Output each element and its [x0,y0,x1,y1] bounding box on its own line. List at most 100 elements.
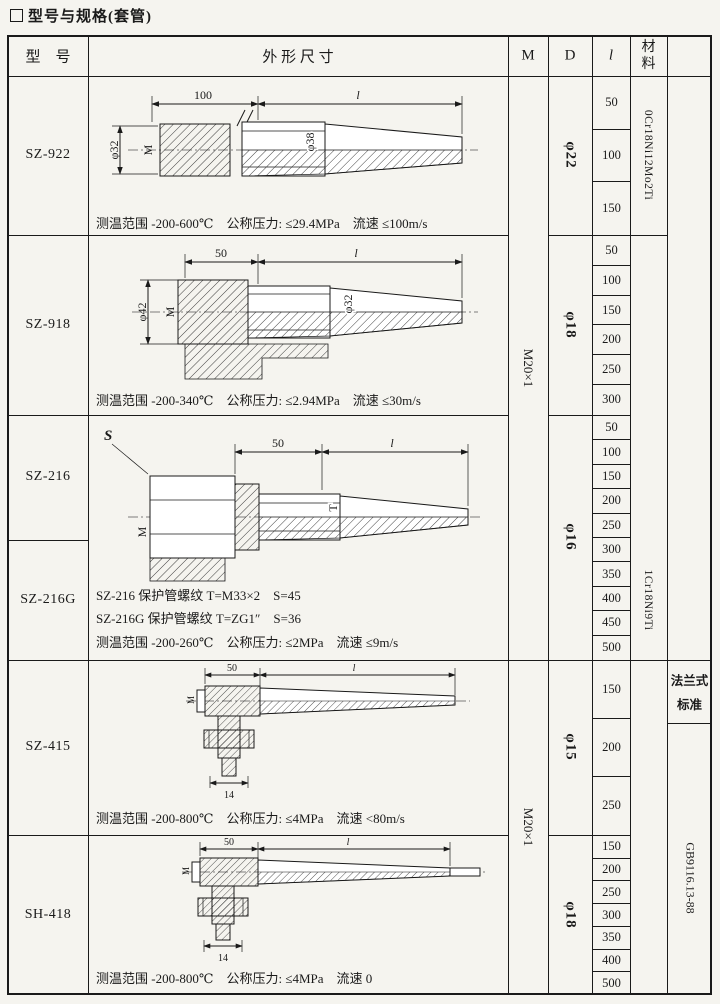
l-value-cell: 100 [593,266,630,296]
l-value-cell: 200 [593,719,630,777]
model-sz918: SZ-918 [25,317,71,332]
sz-415-drawing: 50 l M 14 [186,664,470,801]
grid-line [548,415,630,416]
thread-m-label: M [163,306,177,317]
l-value-cell: 200 [593,489,630,514]
grid-line [592,37,593,993]
l-value-cell: 300 [593,538,630,563]
l-value-cell: 250 [593,514,630,539]
thread-m-label: M [186,696,196,704]
model-sz415: SZ-415 [25,739,71,754]
dim-l-label: l [354,246,358,260]
flange-standard-label: 标准 [676,698,702,712]
thread-t-label: T [326,504,340,512]
spec-text-sz216: 测温范围 -200-260℃ 公称压力: ≤2MPa 流速 ≤9m/s [96,635,399,650]
l-value-cell: 150 [593,465,630,490]
d-value-sz216: φ16 [562,523,579,551]
grid-line [667,37,668,993]
l-value-cell: 500 [602,639,621,654]
grid-line [8,235,508,236]
l-value-cell: 250 [602,798,621,812]
m-thread-group2: M20×1 [521,807,536,847]
l-values-sz918: 50 100 150 200 250 300 [593,236,630,414]
s-wrench-label: S [104,428,112,444]
model-sz216: SZ-216 [25,469,71,484]
dim-50-label: 50 [215,246,227,260]
spec-text-sh418: 测温范围 -200-800℃ 公称压力: ≤4MPa 流速 0 [96,971,373,986]
grid-line [8,540,88,541]
l-value-cell: 50 [593,236,630,266]
grid-line [8,660,711,661]
l-value-cell: 500 [602,975,621,990]
dim-l-label: l [356,88,360,102]
col-header-dims: 外 形 尺 寸 [262,49,334,66]
grid-line [8,835,508,836]
material-grade-2: 1Cr18Ni9Ti [642,569,654,631]
dim-l-label: l [347,838,350,848]
material-grade-1: 0Cr18Ni12Mo2Ti [642,109,654,201]
m-thread-group1: M20×1 [521,348,536,388]
l-value-cell: 350 [593,927,630,950]
grid-line [8,76,711,77]
dia-38-label: φ38 [303,133,317,152]
d-value-sz415: φ15 [562,733,579,761]
l-value-cell: 50 [593,77,630,130]
dim-100-label: 100 [194,88,212,102]
l-value-cell: 150 [593,661,630,719]
flange-standard-cell: 法兰式 标准 [668,661,711,722]
l-value-cell: 400 [593,587,630,612]
dim-14-label: 14 [218,953,228,964]
note-sz216g-thread: SZ-216G 保护管螺纹 T=ZG1″ S=36 [96,611,301,626]
col-header-d: D [564,47,576,64]
dia-42-label: φ42 [135,303,149,322]
sh-418-drawing: 50 l M 14 [181,838,488,964]
dia-32-label: φ32 [107,141,121,160]
spec-text-sz415: 测温范围 -200-800℃ 公称压力: ≤4MPa 流速 <80m/s [96,811,405,826]
d-value-sh418: φ18 [562,901,579,929]
col-header-model: 型 号 [25,49,71,66]
thread-m-label: M [135,526,149,537]
grid-line [630,37,631,993]
l-value-cell: 150 [593,296,630,326]
dia-32-label: φ32 [341,295,355,314]
l-value-cell: 100 [593,130,630,183]
l-value-cell: 200 [593,325,630,356]
col-header-material: 材 料 [641,40,656,72]
l-value-cell: 300 [602,392,621,407]
grid-line [548,235,667,236]
l-value-cell: 100 [593,440,630,465]
flange-type-label: 法兰式 [670,674,709,688]
dim-50-label: 50 [227,664,237,674]
dim-l-label: l [390,436,394,450]
d-value-sz922: φ22 [562,141,579,169]
l-value-cell: 50 [593,416,630,441]
d-value-sz918: φ18 [562,311,579,339]
grid-line [508,37,509,993]
dim-14-label: 14 [224,790,234,801]
grid-line [548,835,630,836]
grid-line [667,723,711,724]
dim-50-label: 50 [224,838,234,848]
sz-216-drawing: S 50 l M T [104,428,482,582]
l-values-sh418: 150 200 250 300 350 400 500 [593,836,630,994]
l-value-cell: 150 [602,200,621,215]
note-sz216-thread: SZ-216 保护管螺纹 T=M33×2 S=45 [96,588,301,603]
thread-m-label: M [181,867,191,875]
l-values-sz415: 150 200 250 [593,661,630,834]
page-title: 型号与规格(套管) [28,9,152,25]
l-value-cell: 450 [593,611,630,636]
l-value-cell: 200 [593,859,630,882]
model-sz922: SZ-922 [25,147,71,162]
l-values-sz922: 50 100 150 [593,77,630,234]
table-frame [7,35,712,995]
l-value-cell: 250 [593,881,630,905]
l-value-cell: 150 [593,836,630,859]
grid-line [8,415,508,416]
grid-line [548,37,549,993]
spec-text-sz922: 测温范围 -200-600℃ 公称压力: ≤29.4MPa 流速 ≤100m/s [96,216,428,231]
standard-number: GB9116.13-88 [683,842,698,914]
sz-922-drawing: 100 l φ32 M φ38 [107,86,478,177]
dim-50-label: 50 [272,436,284,450]
col-header-m: M [521,47,535,64]
